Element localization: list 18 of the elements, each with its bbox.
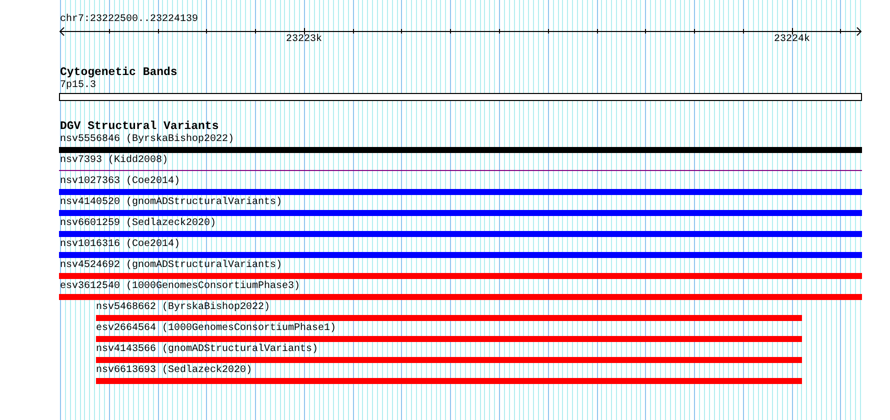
feature-label: nsv4143566 (gnomADStructuralVariants) [96,344,318,355]
feature-label: esv2664564 (1000GenomesConsortiumPhase1) [96,323,336,334]
feature-label: esv3612540 (1000GenomesConsortiumPhase3) [60,281,300,292]
tick-label: 23224k [774,34,810,45]
feature-label: nsv6601259 (Sedlazeck2020) [60,218,216,229]
feature-label: nsv6613693 (Sedlazeck2020) [96,365,252,376]
track-title: DGV Structural Variants [60,121,219,133]
feature-label: nsv1027363 (Coe2014) [60,176,180,187]
track-title: Cytogenetic Bands [60,67,178,79]
tick-label: 23223k [286,34,322,45]
feature-label: nsv4140520 (gnomADStructuralVariants) [60,197,282,208]
feature-label: nsv5556846 (ByrskaBishop2022) [60,134,234,145]
feature-label: nsv7393 (Kidd2008) [60,155,168,166]
feature-label: nsv4524692 (gnomADStructuralVariants) [60,260,282,271]
band-label: 7p15.3 [60,80,96,91]
feature-label: nsv1016316 (Coe2014) [60,239,180,250]
feature-label: nsv5468662 (ByrskaBishop2022) [96,302,270,313]
locus-label: chr7:23222500..23224139 [60,14,198,25]
